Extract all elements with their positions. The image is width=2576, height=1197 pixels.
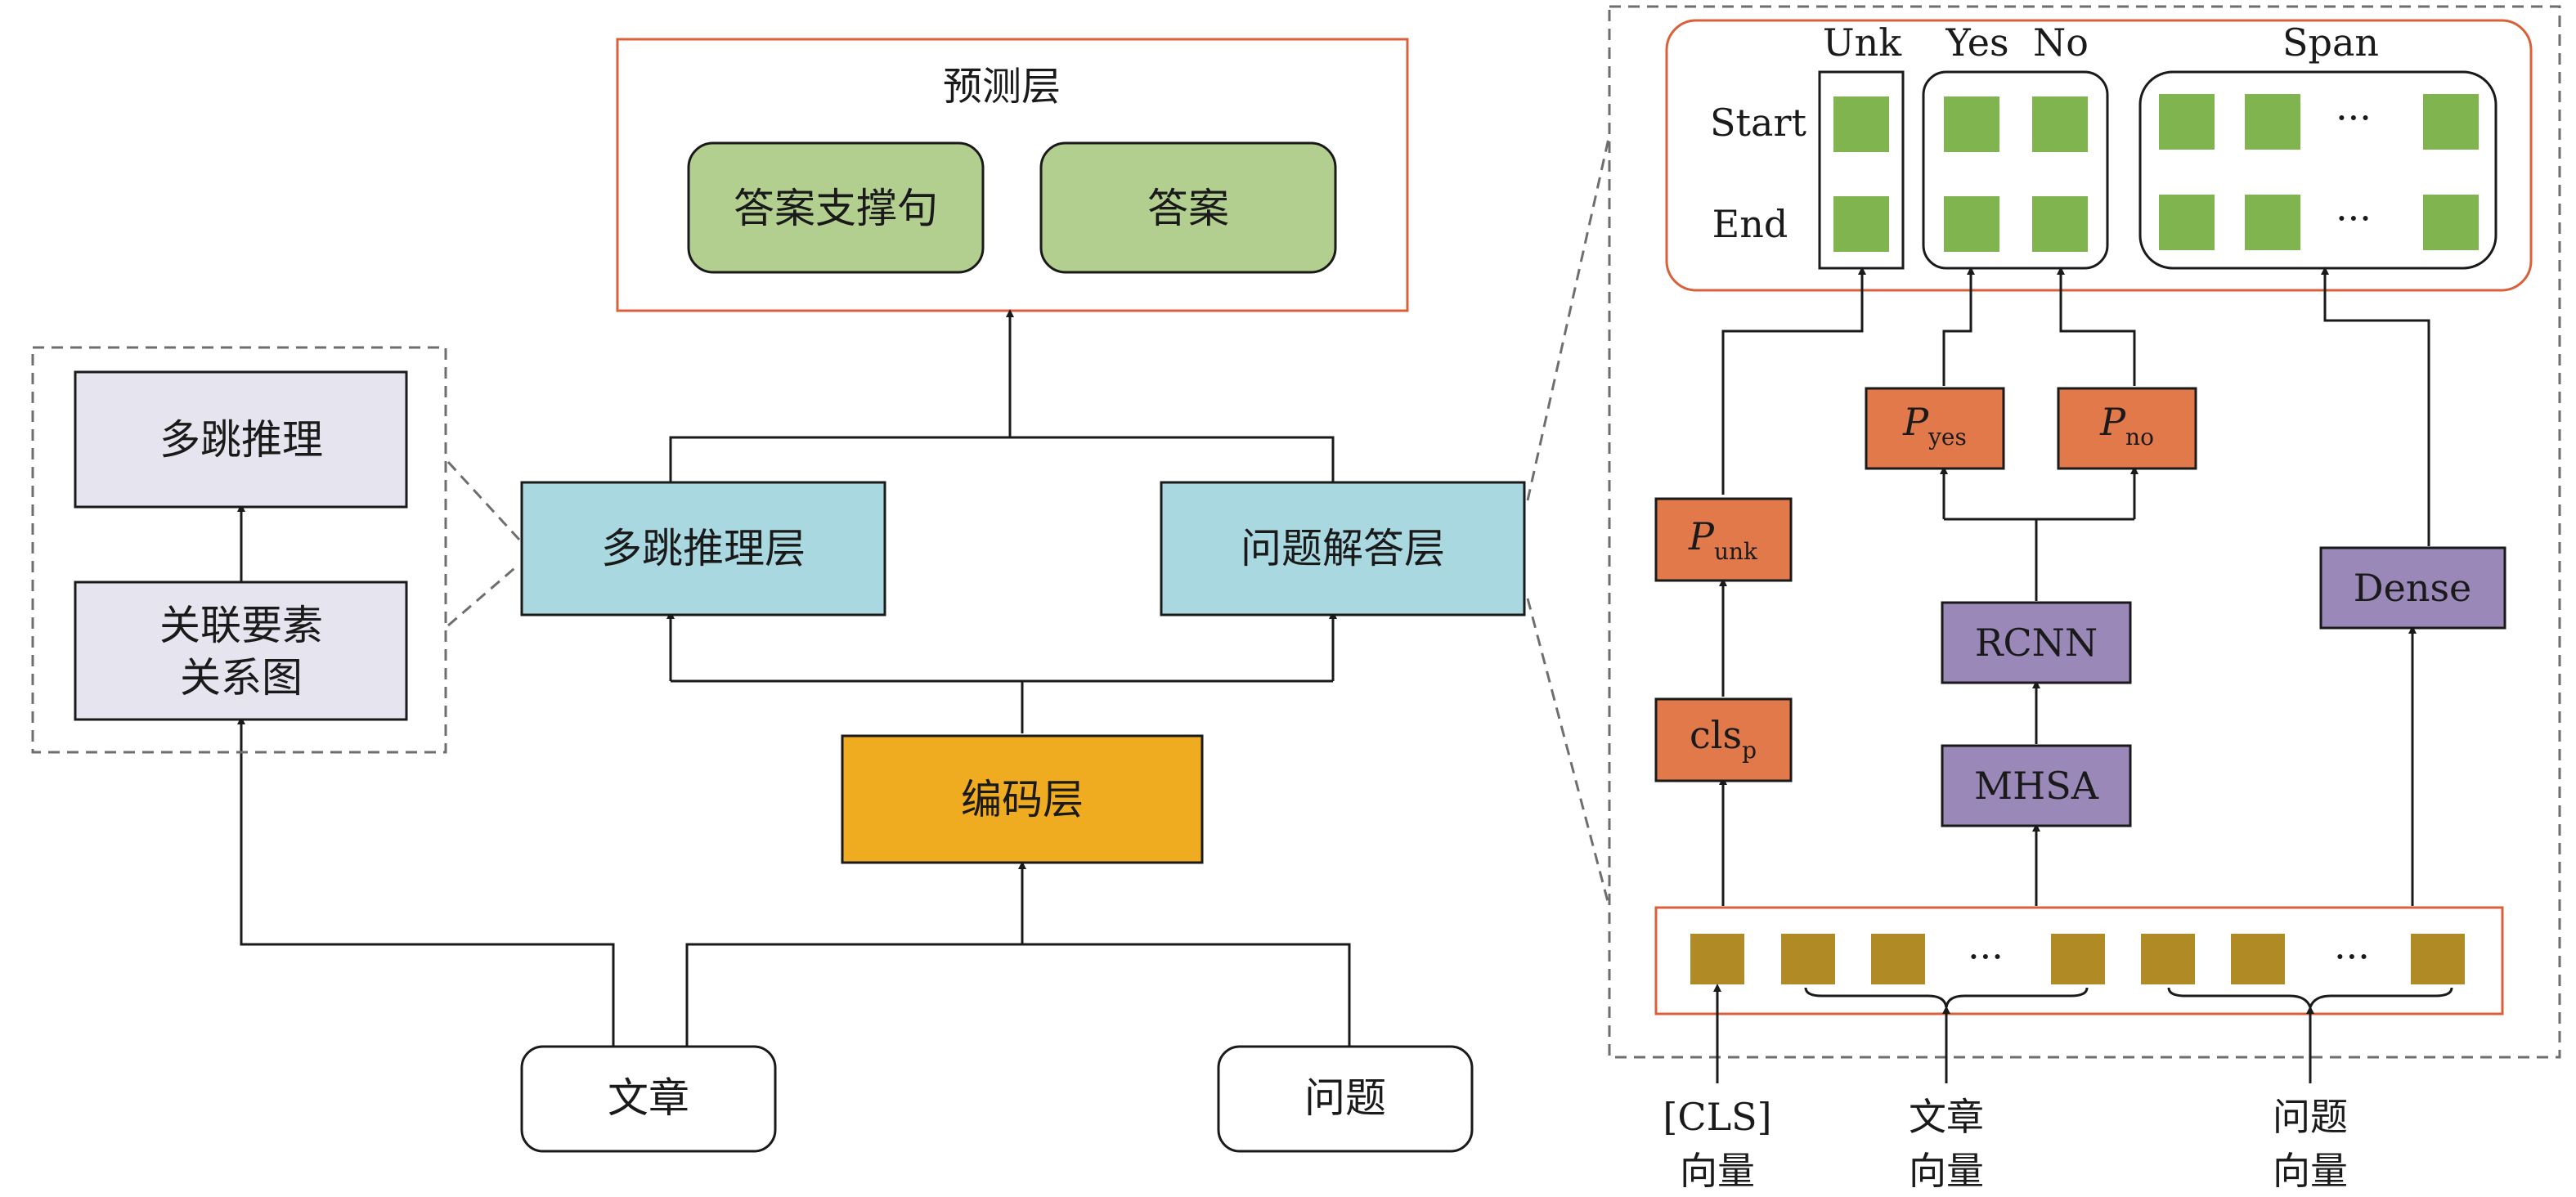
- support-sentence-box: [687, 141, 985, 274]
- right-connectors: [1719, 267, 2430, 906]
- question-vector-label-line2: 向量: [2273, 1149, 2348, 1193]
- multihop-layer-label: 多跳推理层: [601, 525, 806, 572]
- question-input-label: 问题: [1304, 1074, 1386, 1122]
- token-question-1: [2141, 934, 2195, 984]
- cell-span-start-2: [2245, 94, 2300, 150]
- p-no-box: [2057, 387, 2197, 470]
- span-start-ellipsis: ···: [2336, 96, 2372, 140]
- header-unk: Unk: [1823, 20, 1902, 65]
- cell-no-start: [2032, 96, 2088, 152]
- cell-span-end-1: [2159, 195, 2215, 250]
- relation-graph-box: [74, 581, 408, 721]
- multihop-layer-box: [520, 481, 886, 616]
- mhsa-label: MHSA: [1974, 764, 2099, 808]
- qa-detail-panel: [1608, 5, 2561, 1059]
- cell-span-start-n: [2423, 94, 2479, 150]
- cell-span-start-1: [2159, 94, 2215, 150]
- cell-span-end-2: [2245, 195, 2300, 250]
- answer-box: [1039, 141, 1337, 274]
- multihop-reasoning-box: [74, 370, 408, 509]
- token-question-n: [2411, 934, 2465, 984]
- encoding-layer-label: 编码层: [961, 776, 1084, 823]
- prediction-layer-title: 预测层: [943, 64, 1061, 110]
- p-unk-label: Punk: [1688, 514, 1758, 565]
- token-question-ellipsis: ···: [2334, 935, 2370, 979]
- yes-no-group: [1922, 70, 2109, 270]
- cell-yes-end: [1944, 196, 1999, 252]
- prediction-layer: 预测层 答案支撑句 答案: [616, 38, 1409, 312]
- header-yes: Yes: [1945, 20, 2008, 65]
- answer-label: 答案: [1147, 185, 1229, 232]
- end-cells: ···: [1833, 195, 2479, 252]
- token-cls: [1690, 934, 1744, 984]
- rcnn-box: [1941, 601, 2132, 684]
- row-label-end: End: [1712, 202, 1788, 246]
- cls-p-box: [1654, 697, 1793, 782]
- mhsa-box: [1941, 744, 2132, 827]
- output-grid-panel: [1665, 19, 2533, 292]
- article-vector-label-line1: 文章: [1909, 1095, 1984, 1139]
- token-article-ellipsis: ···: [1968, 935, 2004, 979]
- question-vector-label-line1: 问题: [2273, 1095, 2348, 1139]
- qa-detail-zoom-line-bottom: [1526, 598, 1611, 908]
- qa-layer-box: [1160, 481, 1526, 616]
- relation-graph-label-line1: 关联要素: [159, 602, 323, 649]
- token-article-1: [1781, 934, 1835, 984]
- qa-layer-label: 问题解答层: [1241, 525, 1445, 572]
- token-sequence: ··· ···: [1690, 934, 2465, 984]
- cell-span-end-n: [2423, 195, 2479, 250]
- cell-unk-end: [1833, 196, 1889, 252]
- qa-detail-zoom-line-top: [1526, 134, 1611, 501]
- token-article-2: [1871, 934, 1925, 984]
- token-article-n: [2051, 934, 2105, 984]
- article-input-box: [520, 1045, 777, 1153]
- dense-box: [2319, 546, 2506, 630]
- dense-label: Dense: [2354, 566, 2472, 610]
- left-connectors: [237, 309, 1351, 1047]
- cell-unk-start: [1833, 96, 1889, 152]
- encoding-layer-box: [841, 734, 1204, 864]
- p-yes-box: [1865, 387, 2005, 470]
- graph-detail-panel: [31, 346, 447, 754]
- multihop-reasoning-label: 多跳推理: [159, 416, 323, 464]
- token-question-2: [2231, 934, 2285, 984]
- support-sentence-label: 答案支撑句: [734, 185, 938, 232]
- header-no: No: [2033, 20, 2089, 65]
- header-span: Span: [2282, 20, 2379, 65]
- span-group: [2138, 70, 2497, 270]
- cell-no-end: [2032, 196, 2088, 252]
- article-vector-label-line2: 向量: [1909, 1149, 1984, 1193]
- p-yes-label: Pyes: [1902, 400, 1967, 451]
- article-input-label: 文章: [608, 1074, 689, 1122]
- cls-vector-label-line2: 向量: [1680, 1149, 1755, 1193]
- row-label-start: Start: [1710, 101, 1806, 145]
- p-no-label: Pno: [2099, 400, 2154, 451]
- question-input-box: [1217, 1045, 1474, 1153]
- cell-yes-start: [1944, 96, 1999, 152]
- graph-detail-zoom-line-top: [447, 460, 521, 541]
- cls-p-label: clsp: [1690, 713, 1757, 764]
- span-end-ellipsis: ···: [2336, 196, 2372, 240]
- relation-graph-label-line2: 关系图: [180, 654, 303, 702]
- p-unk-box: [1654, 497, 1793, 582]
- rcnn-label: RCNN: [1975, 621, 2098, 665]
- cls-vector-label-line1: [CLS]: [1663, 1095, 1771, 1139]
- start-cells: ···: [1833, 94, 2479, 152]
- graph-detail-zoom-line-bottom: [447, 563, 520, 627]
